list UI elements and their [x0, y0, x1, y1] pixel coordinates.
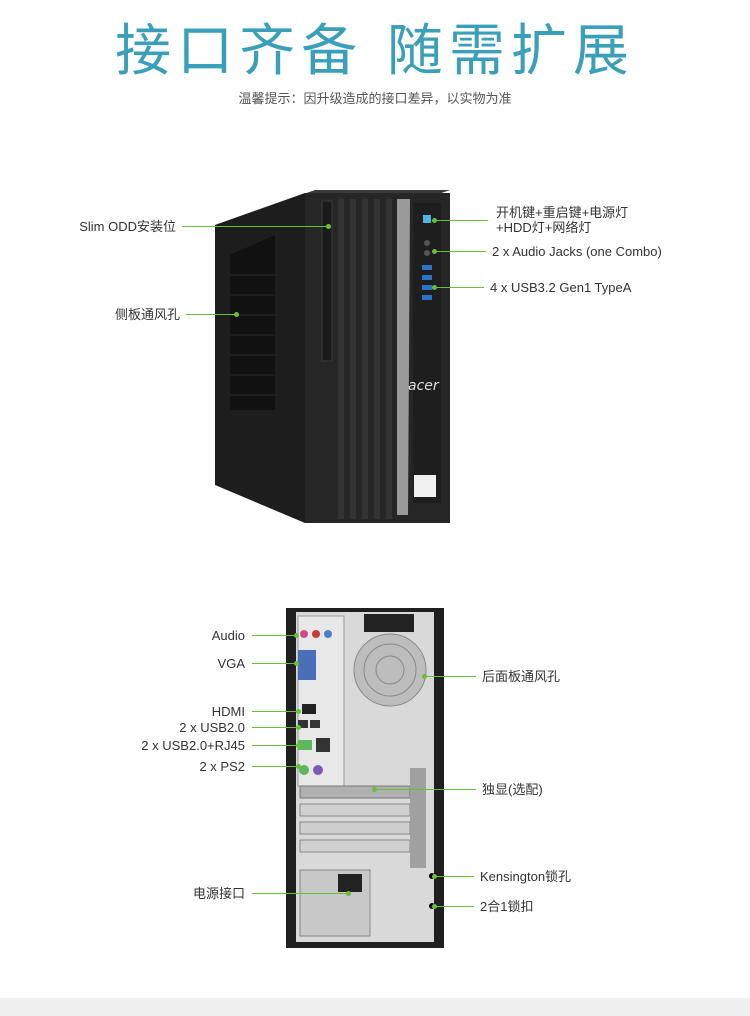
callout-dot [296, 709, 301, 714]
callout-dot [372, 787, 377, 792]
power-button-icon [423, 215, 431, 223]
acer-logo: acer [408, 378, 440, 394]
callout-line [436, 220, 488, 221]
callout-dot [296, 743, 301, 748]
callout-dot [432, 904, 437, 909]
callout-line [252, 711, 298, 712]
callout-line [436, 876, 474, 877]
side-vent-grille [230, 235, 275, 410]
usb20-port [310, 720, 320, 728]
callout-rear-vent: 后面板通风孔 [482, 669, 561, 684]
usb32-port [422, 265, 432, 270]
callout-side-vent: 侧板通风孔 [114, 307, 180, 322]
usb32-port [422, 275, 432, 280]
callout-dot [234, 312, 239, 317]
callout-usb20: 2 x USB2.0 [179, 720, 245, 735]
audio-port-icon [300, 630, 308, 638]
page-subtitle: 温馨提示：因升级造成的接口差异，以实物为准 [238, 91, 512, 106]
callout-line [182, 226, 328, 227]
callout-usb32: 4 x USB3.2 Gen1 TypeA [490, 280, 632, 295]
callout-power-keys-2: +HDD灯+网络灯 [496, 220, 592, 235]
callout-dot [432, 874, 437, 879]
audio-jack [424, 240, 430, 246]
gpu-slot [299, 785, 411, 799]
callout-dot [432, 249, 437, 254]
hdmi-port [302, 704, 316, 714]
page-title: 接口齐备 随需扩展 [115, 19, 635, 84]
rear-fan-grille [353, 633, 427, 707]
callout-ps2: 2 x PS2 [199, 759, 245, 774]
odd-bay [321, 200, 333, 362]
callout-line [252, 766, 298, 767]
vga-port [298, 650, 316, 680]
callout-dot [432, 218, 437, 223]
callout-dot [294, 661, 299, 666]
callout-line [252, 727, 298, 728]
callout-lock: 2合1锁扣 [480, 899, 534, 914]
power-socket [338, 874, 362, 892]
callout-dot [326, 224, 331, 229]
callout-line [252, 893, 348, 894]
callout-dot [432, 285, 437, 290]
callout-line [252, 745, 298, 746]
callout-line [436, 906, 474, 907]
callout-vga: VGA [217, 656, 245, 671]
audio-port-icon [312, 630, 320, 638]
front-tower-image: acer [215, 190, 450, 523]
callout-line [436, 251, 486, 252]
callout-dot [422, 674, 427, 679]
usb20-port [298, 720, 308, 728]
callout-odd: Slim ODD安装位 [79, 219, 176, 234]
io-shield [297, 615, 345, 787]
callout-gpu: 独显(选配) [482, 782, 543, 797]
callout-dot [296, 764, 301, 769]
callout-line [186, 314, 236, 315]
callout-dot [296, 725, 301, 730]
audio-jack [424, 250, 430, 256]
callout-line [252, 663, 296, 664]
callout-audio: Audio [211, 628, 245, 643]
usb32-port [422, 295, 432, 300]
callout-line [426, 676, 476, 677]
callout-audio-jacks: 2 x Audio Jacks (one Combo) [492, 244, 662, 259]
callout-line [252, 635, 296, 636]
callout-power-socket: 电源接口 [192, 886, 245, 901]
callout-line [436, 287, 484, 288]
callout-kensington: Kensington锁孔 [480, 869, 572, 884]
callout-usb20-rj45: 2 x USB2.0+RJ45 [141, 738, 245, 753]
audio-port-icon [324, 630, 332, 638]
callout-line [376, 789, 476, 790]
callout-power-keys-1: 开机键+重启键+电源灯 [496, 205, 629, 220]
usb20-port [298, 740, 312, 750]
rear-panel-image [286, 608, 444, 948]
ps2-port [313, 765, 323, 775]
rj45-port [316, 738, 330, 752]
callout-dot [294, 633, 299, 638]
footer-bar [0, 998, 750, 1016]
ps2-port [299, 765, 309, 775]
usb32-port [422, 285, 432, 290]
callout-dot [346, 891, 351, 896]
callout-hdmi: HDMI [211, 704, 245, 719]
